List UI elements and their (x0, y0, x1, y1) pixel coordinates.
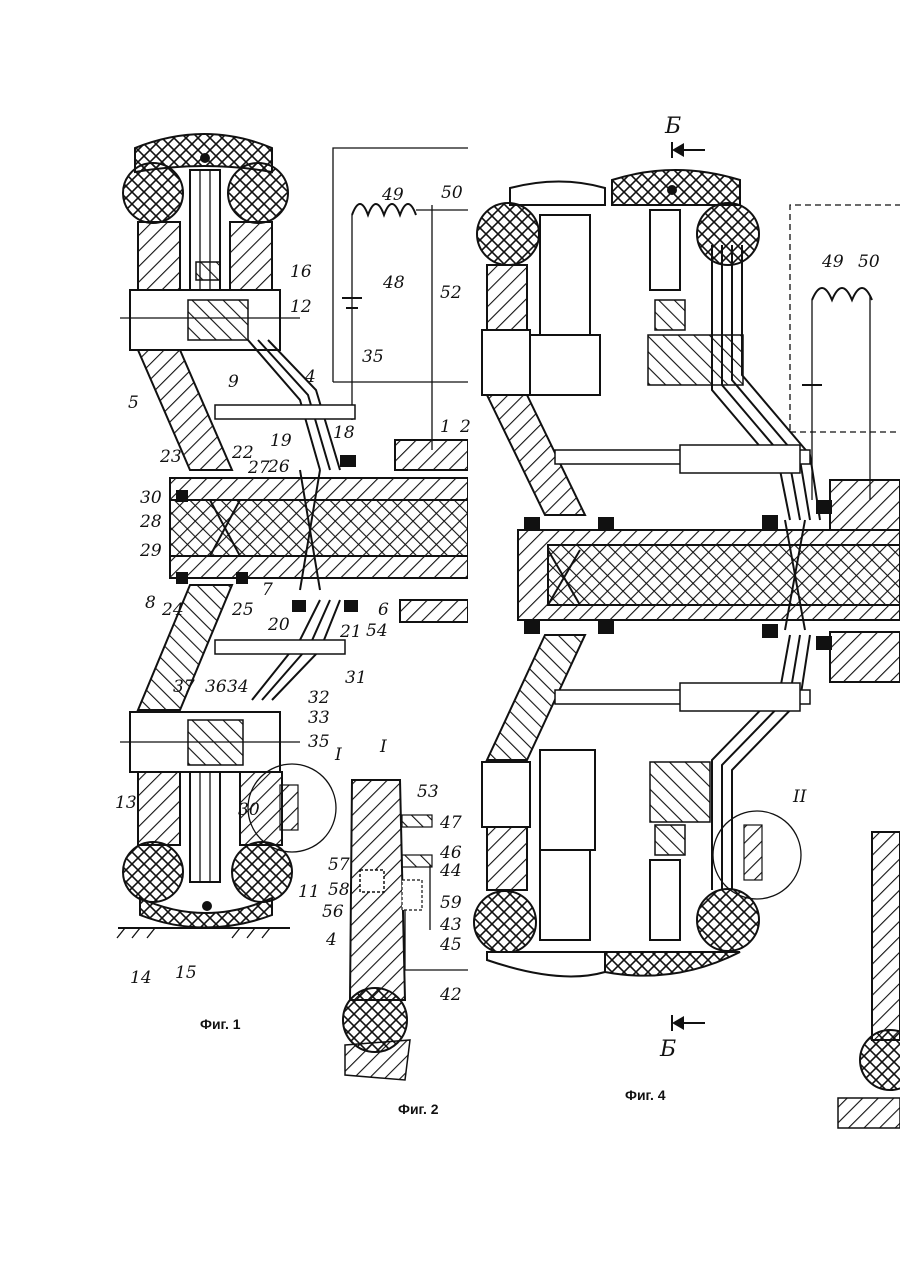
label-30-lower: 30 (238, 800, 260, 820)
label-11: 11 (298, 882, 320, 902)
label-57: 57 (328, 855, 350, 875)
label-54: 54 (366, 621, 388, 641)
label-25: 25 (231, 600, 254, 620)
label-36: 36 (205, 677, 227, 697)
label-19: 19 (270, 431, 292, 451)
label-44: 44 (439, 861, 462, 881)
label-I-detail: I (379, 737, 387, 757)
label-31: 31 (345, 668, 367, 688)
label-5: 5 (128, 393, 139, 413)
caption-fig-1: Фиг. 1 (200, 1016, 241, 1032)
label-35: 35 (308, 732, 330, 752)
label-12: 12 (290, 297, 312, 317)
label-I-circle: I (334, 745, 342, 765)
label-24: 24 (161, 600, 184, 620)
label-49-fig4: 49 (821, 252, 844, 272)
label-42: 42 (439, 985, 462, 1005)
label-59: 59 (440, 893, 462, 913)
label-20: 20 (267, 615, 290, 635)
label-14: 14 (130, 968, 152, 988)
label-47: 47 (439, 813, 462, 833)
label-45: 45 (439, 935, 462, 955)
label-34: 34 (227, 677, 249, 697)
label-26: 26 (267, 457, 290, 477)
label-37: 37 (173, 677, 195, 697)
label-30: 30 (140, 488, 162, 508)
label-58: 58 (328, 880, 350, 900)
label-48: 48 (382, 273, 405, 293)
label-21: 21 (339, 622, 362, 642)
label-49: 49 (381, 185, 404, 205)
label-43: 43 (439, 915, 462, 935)
label-56: 56 (322, 902, 344, 922)
label-29: 29 (139, 541, 162, 561)
label-32: 32 (308, 688, 330, 708)
label-1: 1 (440, 417, 451, 437)
label-B-top: Б (664, 114, 681, 139)
label-27: 27 (247, 458, 270, 478)
label-15: 15 (175, 963, 197, 983)
label-B-bottom: Б (659, 1037, 676, 1062)
label-2: 2 (459, 417, 471, 437)
label-18: 18 (333, 423, 355, 443)
label-9: 9 (228, 372, 239, 392)
caption-fig-2: Фиг. 2 (398, 1101, 439, 1117)
label-4: 4 (304, 367, 316, 387)
label-28: 28 (139, 512, 162, 532)
caption-fig-4: Фиг. 4 (625, 1087, 666, 1103)
label-13: 13 (115, 793, 137, 813)
label-8: 8 (145, 593, 156, 613)
label-23: 23 (159, 447, 182, 467)
label-50: 50 (441, 183, 463, 203)
figure-4 (474, 142, 900, 1128)
label-II: II (792, 787, 807, 807)
label-46: 46 (439, 843, 462, 863)
label-33: 33 (308, 708, 330, 728)
label-6: 6 (378, 600, 389, 620)
label-52: 52 (440, 283, 462, 303)
label-53: 53 (417, 782, 439, 802)
label-35-top: 35 (362, 347, 384, 367)
label-50-fig4: 50 (858, 252, 880, 272)
label-7: 7 (262, 580, 273, 600)
label-16: 16 (290, 262, 312, 282)
label-4-fig2: 4 (325, 930, 337, 950)
